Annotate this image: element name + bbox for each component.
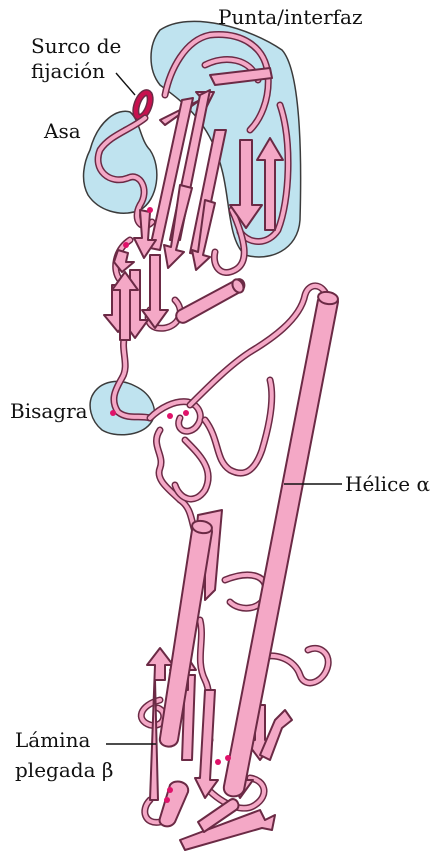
loop-label: Asa <box>43 119 81 143</box>
hinge-region <box>90 381 154 434</box>
hinge-label: Bisagra <box>10 399 88 423</box>
beta-sheet-label: Lámina <box>15 728 90 752</box>
groove-leader-line <box>116 73 135 95</box>
binding-groove-label-line2: fijación <box>31 59 105 83</box>
binding-groove-label: Surco de <box>31 34 121 58</box>
alpha-helix-label: Hélice α <box>345 472 430 496</box>
beta-sheet-label-line2: plegada β <box>15 758 113 782</box>
tip-interface-label: Punta/interfaz <box>218 5 363 29</box>
